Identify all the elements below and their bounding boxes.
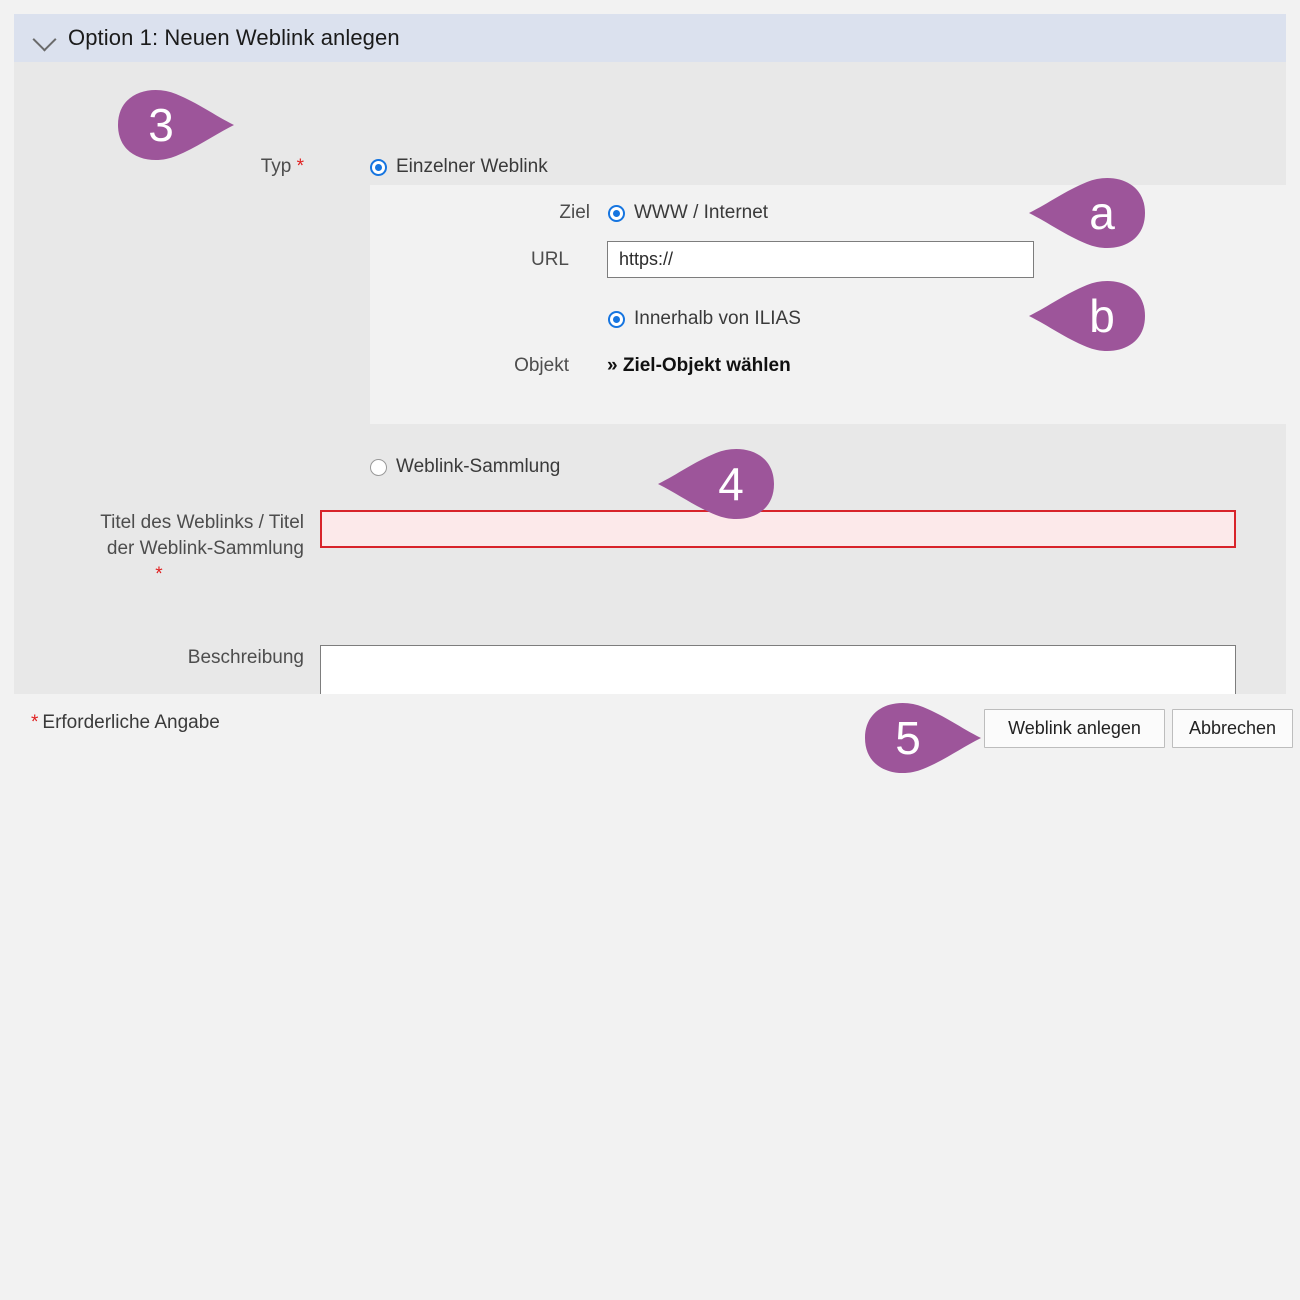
select-target-object-link[interactable]: » Ziel-Objekt wählen — [607, 355, 791, 376]
type-label: Typ * — [260, 156, 304, 177]
required-star: * — [31, 712, 39, 733]
required-star: * — [155, 564, 163, 585]
chevron-down-icon[interactable] — [32, 25, 58, 51]
radio-selected-icon[interactable] — [370, 158, 387, 176]
radio-option-www-internet[interactable]: WWW / Internet — [608, 202, 768, 224]
panel-header[interactable]: Option 1: Neuen Weblink anlegen — [14, 14, 1286, 62]
description-label: Beschreibung — [187, 647, 304, 668]
cancel-button[interactable]: Abbrechen — [1172, 709, 1293, 748]
url-row: URL — [370, 241, 1034, 278]
url-label: URL — [530, 248, 569, 270]
required-note-text: Erforderliche Angabe — [42, 712, 220, 733]
ziel-row: Ziel WWW / Internet — [370, 202, 768, 224]
type-field-row: Typ * — [14, 154, 320, 180]
page-title: Option 1: Neuen Weblink anlegen — [68, 25, 400, 50]
weblink-form-panel: Option 1: Neuen Weblink anlegen Typ * Ei… — [14, 14, 1286, 741]
radio-option-innerhalb-von-ilias[interactable]: Innerhalb von ILIAS — [608, 308, 801, 330]
objekt-row: Objekt » Ziel-Objekt wählen — [370, 355, 791, 377]
title-label: Titel des Weblinks / Titel der Weblink-S… — [14, 510, 320, 588]
target-subpanel: Ziel WWW / Internet URL Innerhalb von IL… — [370, 185, 1286, 424]
radio-selected-icon[interactable] — [608, 204, 625, 222]
required-note: *Erforderliche Angabe — [31, 712, 220, 734]
ziel-label: Ziel — [559, 202, 590, 223]
weblink-title-input[interactable] — [320, 510, 1236, 548]
submit-weblink-button[interactable]: Weblink anlegen — [984, 709, 1165, 748]
objekt-label: Objekt — [514, 355, 569, 376]
title-field-row: Titel des Weblinks / Titel der Weblink-S… — [14, 510, 1236, 588]
radio-label: Innerhalb von ILIAS — [634, 308, 801, 329]
panel-body: Typ * Einzelner Weblink Ziel WWW / Inter… — [14, 62, 1286, 741]
radio-label: Einzelner Weblink — [396, 156, 548, 177]
radio-unselected-icon[interactable] — [370, 458, 387, 476]
radio-option-weblink-sammlung[interactable]: Weblink-Sammlung — [370, 456, 560, 478]
url-input[interactable] — [607, 241, 1034, 278]
required-star: * — [296, 156, 304, 177]
radio-label: WWW / Internet — [634, 202, 769, 223]
radio-option-einzelner-weblink[interactable]: Einzelner Weblink — [370, 156, 548, 178]
radio-selected-icon[interactable] — [608, 310, 625, 328]
radio-label: Weblink-Sammlung — [396, 456, 561, 477]
